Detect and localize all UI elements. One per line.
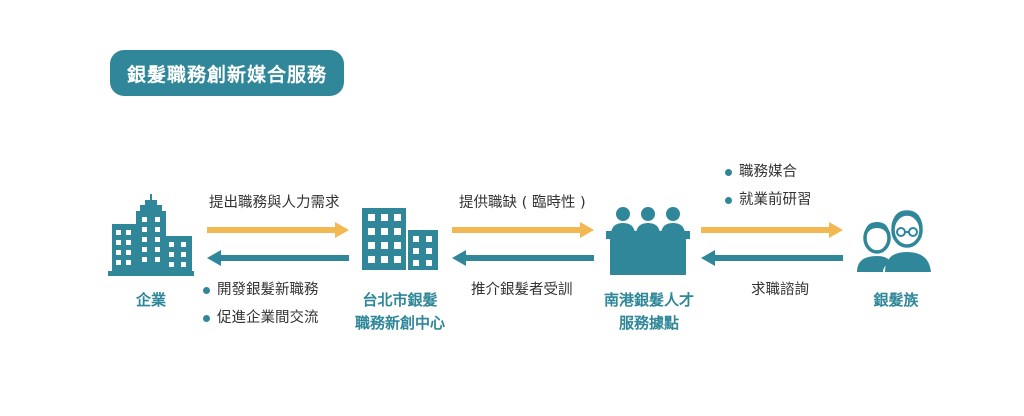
title-badge: 銀髮職務創新媒合服務	[110, 50, 344, 96]
arrow-center-to-enterprise	[207, 250, 349, 266]
arrow-talent-to-seniors	[701, 222, 843, 238]
arrow-talent-to-center	[452, 250, 594, 266]
arrow-center-to-talent	[452, 222, 594, 238]
flow-label-seniors-to-talent: 求職諮詢	[751, 282, 809, 298]
office-buildings-icon	[108, 194, 194, 276]
list-item: 開發銀髮新職務	[203, 276, 319, 304]
node-talent-label: 南港銀髮人才 服務據點	[603, 291, 694, 332]
elderly-couple-icon	[857, 210, 931, 272]
service-desk-staff-icon	[606, 207, 690, 275]
arrow-seniors-to-talent	[701, 250, 843, 266]
node-center-label: 台北市銀髮 職務新創中心	[354, 291, 445, 332]
list-item: 職務媒合	[725, 158, 812, 186]
arrow-enterprise-to-center	[207, 222, 349, 238]
list-item: 就業前研習	[725, 186, 812, 214]
flow-label-enterprise-to-center: 提出職務與人力需求	[209, 195, 340, 211]
list-item: 促進企業間交流	[203, 304, 319, 332]
flow-list-center-to-enterprise: 開發銀髮新職務 促進企業間交流	[203, 276, 319, 332]
flow-label-center-to-talent: 提供職缺 ( 臨時性 )	[459, 195, 586, 211]
office-building-icon	[362, 208, 438, 270]
diagram-title: 銀髮職務創新媒合服務	[126, 63, 327, 86]
flow-label-talent-to-center: 推介銀髮者受訓	[471, 282, 573, 298]
flow-list-talent-to-seniors: 職務媒合 就業前研習	[725, 158, 812, 214]
node-seniors-label: 銀髮族	[873, 291, 919, 309]
node-enterprise-label: 企業	[135, 291, 166, 309]
